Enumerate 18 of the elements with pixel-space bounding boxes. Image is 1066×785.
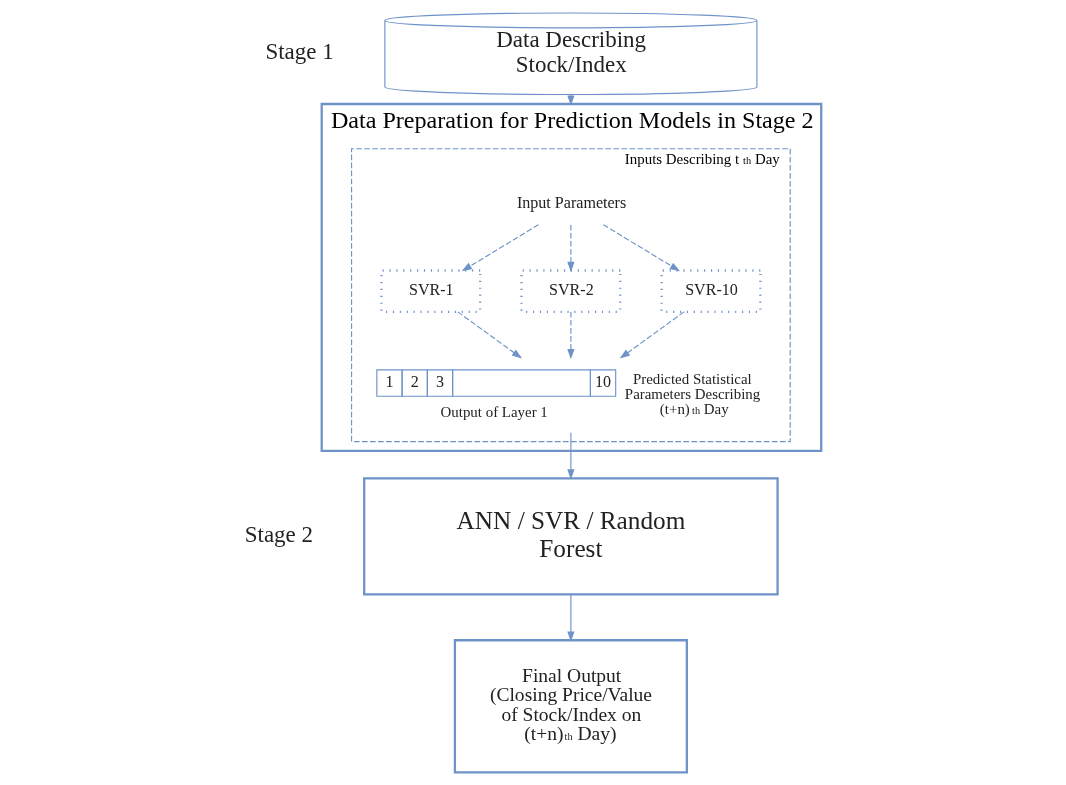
arrow — [567, 311, 575, 360]
node-text: Input Parameters — [516, 194, 627, 212]
arrow — [567, 594, 575, 642]
arrow — [602, 224, 681, 272]
node-box: Final Output (Closing Price/Value of Stock/Index on (t+n)th Day) — [453, 639, 688, 774]
node-box: ANN / SVR / Random Forest — [363, 477, 779, 596]
arrow — [619, 311, 685, 359]
label: Stage 2 — [244, 522, 313, 548]
node-box: SVR-2 — [520, 269, 622, 313]
arrow — [457, 311, 523, 359]
arrow — [461, 224, 539, 272]
label: Stage 1 — [265, 39, 334, 65]
node-label: Output of Layer 1 — [440, 404, 548, 421]
node-box: SVR-1 — [380, 269, 482, 313]
node-box: SVR-10 — [660, 269, 762, 313]
arrow — [567, 224, 575, 273]
arrow — [567, 432, 575, 480]
node-label: Predicted Statistical Parameters Describing (t+n)th Day — [624, 371, 761, 417]
